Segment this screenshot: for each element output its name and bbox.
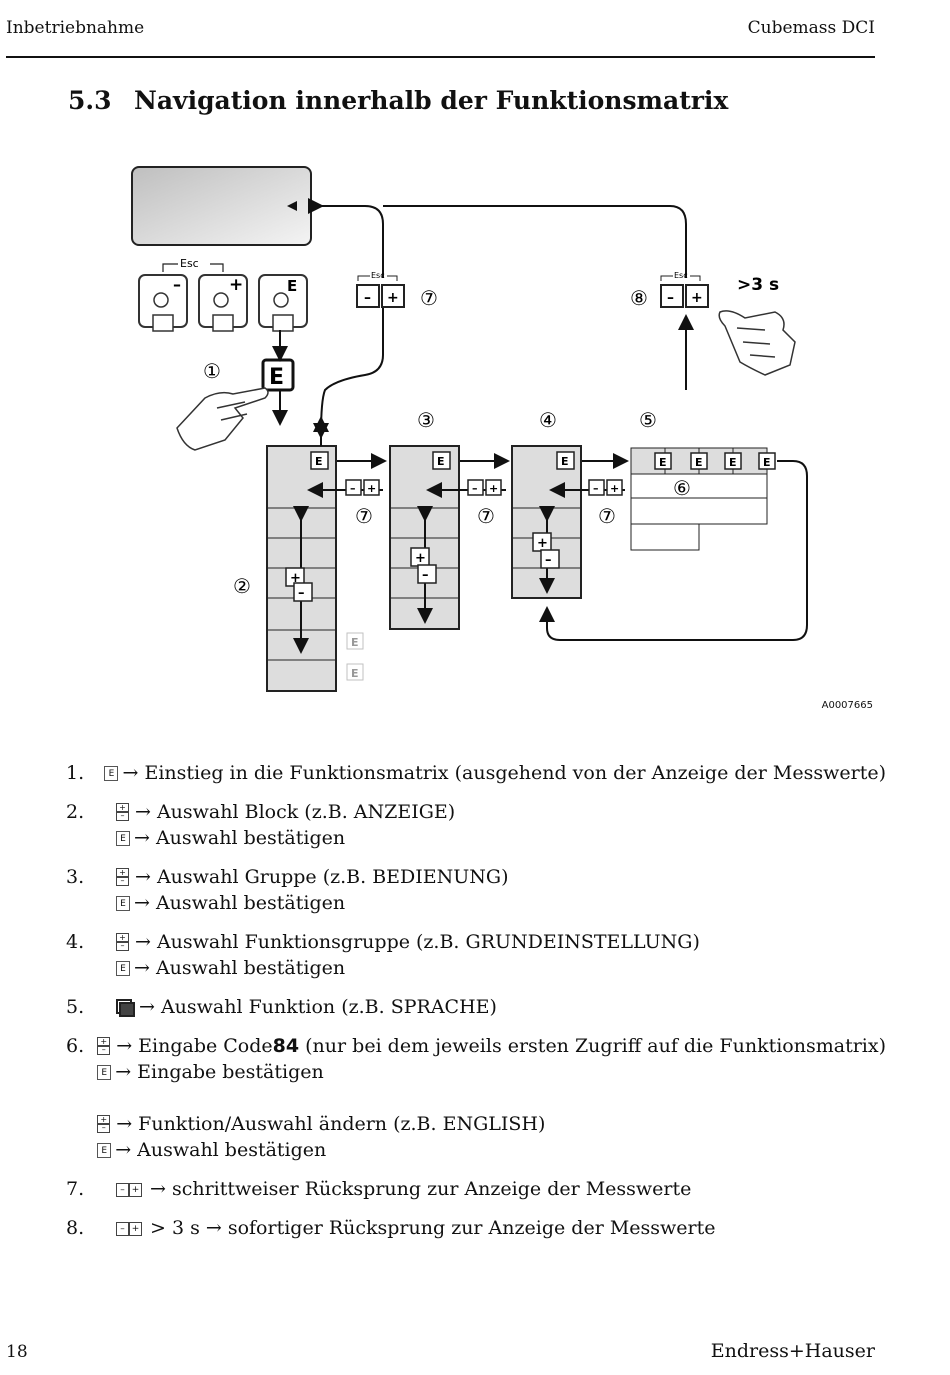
marker-7-a: ⑦ [355,504,373,528]
e-key-icon: E [104,765,119,781]
device-plus-key: + [198,274,248,332]
figure-code: A0007665 [821,700,873,711]
list-item: 2. +–→ Auswahl Block (z.B. ANZEIGE) E→ A… [66,801,456,849]
svg-text:–: – [422,568,429,583]
svg-text:–: – [350,482,356,495]
svg-text:E: E [351,636,359,649]
header-rule [6,56,875,58]
marker-6: ⑥ [673,476,691,500]
svg-text:E: E [763,456,771,469]
svg-text:–: – [364,290,371,306]
svg-text:+: + [229,275,243,295]
svg-text:–: – [298,586,305,601]
running-header-product: Cubemass DCI [747,18,875,38]
svg-text:Esc: Esc [371,271,385,280]
svg-text:E: E [287,277,297,295]
svg-text:E: E [437,455,445,468]
marker-3: ③ [417,408,435,432]
svg-text:+: + [537,536,548,551]
device-minus-key: – [138,274,188,332]
section-title: 5.3 Navigation innerhalb der Funktionsmat… [68,86,728,115]
page-number: 18 [6,1342,28,1362]
list-item: 5. → Auswahl Funktion (z.B. SPRACHE) [66,996,497,1018]
code-value: 84 [272,1035,300,1057]
device-e-key: E [258,274,308,332]
svg-text:E: E [659,456,667,469]
svg-text:–: – [667,290,674,306]
plus-minus-key-icon: +– [116,933,129,951]
svg-text:E: E [729,456,737,469]
marker-7-top: ⑦ [420,286,438,310]
e-key-icon: E [116,895,130,911]
svg-text:+: + [367,482,376,495]
running-header-chapter: Inbetriebnahme [6,18,145,38]
svg-text:E: E [561,455,569,468]
section-number: 5.3 [68,86,112,115]
svg-text:–: – [472,482,478,495]
marker-5: ⑤ [639,408,657,432]
svg-text:–: – [173,275,181,294]
e-key-icon: E [116,830,130,846]
svg-text:+: + [387,290,399,306]
function-key-icon [116,999,135,1017]
e-key-icon: E [97,1064,112,1080]
time-label: >3 s [737,275,779,295]
plus-minus-key-icon: +– [97,1115,111,1133]
svg-text:E: E [351,667,359,680]
svg-text:E: E [695,456,703,469]
plus-minus-key-icon: +– [97,1037,111,1055]
svg-text:–: – [593,482,599,495]
svg-text:+: + [290,571,301,586]
svg-text:+: + [691,290,703,306]
e-key-icon: E [116,960,130,976]
hand-icon [176,387,269,451]
esc-key-icon: –+ [116,1180,142,1198]
svg-text:+: + [610,482,619,495]
list-item: 7. –+→ schrittweiser Rücksprung zur Anze… [66,1178,692,1200]
plus-minus-key-icon: +– [116,803,129,821]
steps-list: 1. E→ Einstieg in die Funktionsmatrix (a… [66,760,886,1254]
footer-brand: Endress+Hauser [710,1340,875,1362]
marker-1: ① [203,359,221,383]
plus-minus-key-icon: +– [116,868,129,886]
e-key-icon: E [97,1142,112,1158]
svg-text:E: E [269,365,284,390]
navigation-diagram: Esc – + E Esc – + ⑦ ⑧ Esc – + >3 s ① [131,166,808,692]
list-item: 8. –+> 3 s → sofortiger Rücksprung zur A… [66,1217,716,1239]
marker-7-b: ⑦ [477,504,495,528]
hand-icon [718,310,796,376]
svg-text:–: – [545,553,552,568]
list-item: 3. +–→ Auswahl Gruppe (z.B. BEDIENUNG) E… [66,866,509,914]
marker-2: ② [233,574,251,598]
list-item: 1. E→ Einstieg in die Funktionsmatrix (a… [66,762,886,784]
svg-text:Esc: Esc [674,271,688,280]
svg-text:E: E [315,455,323,468]
esc-key-icon: –+ [116,1219,142,1237]
section-title-text: Navigation innerhalb der Funktionsmatrix [134,86,729,115]
svg-text:+: + [415,551,426,566]
marker-7-c: ⑦ [598,504,616,528]
marker-8: ⑧ [630,286,648,310]
display-screen [131,166,312,246]
list-item: 4. +–→ Auswahl Funktionsgruppe (z.B. GRU… [66,931,700,979]
list-item: 6. +–→ Eingabe Code 84 (nur bei dem jewe… [66,1035,886,1161]
svg-text:+: + [489,482,498,495]
marker-4: ④ [539,408,557,432]
esc-label-device: Esc [180,257,199,270]
